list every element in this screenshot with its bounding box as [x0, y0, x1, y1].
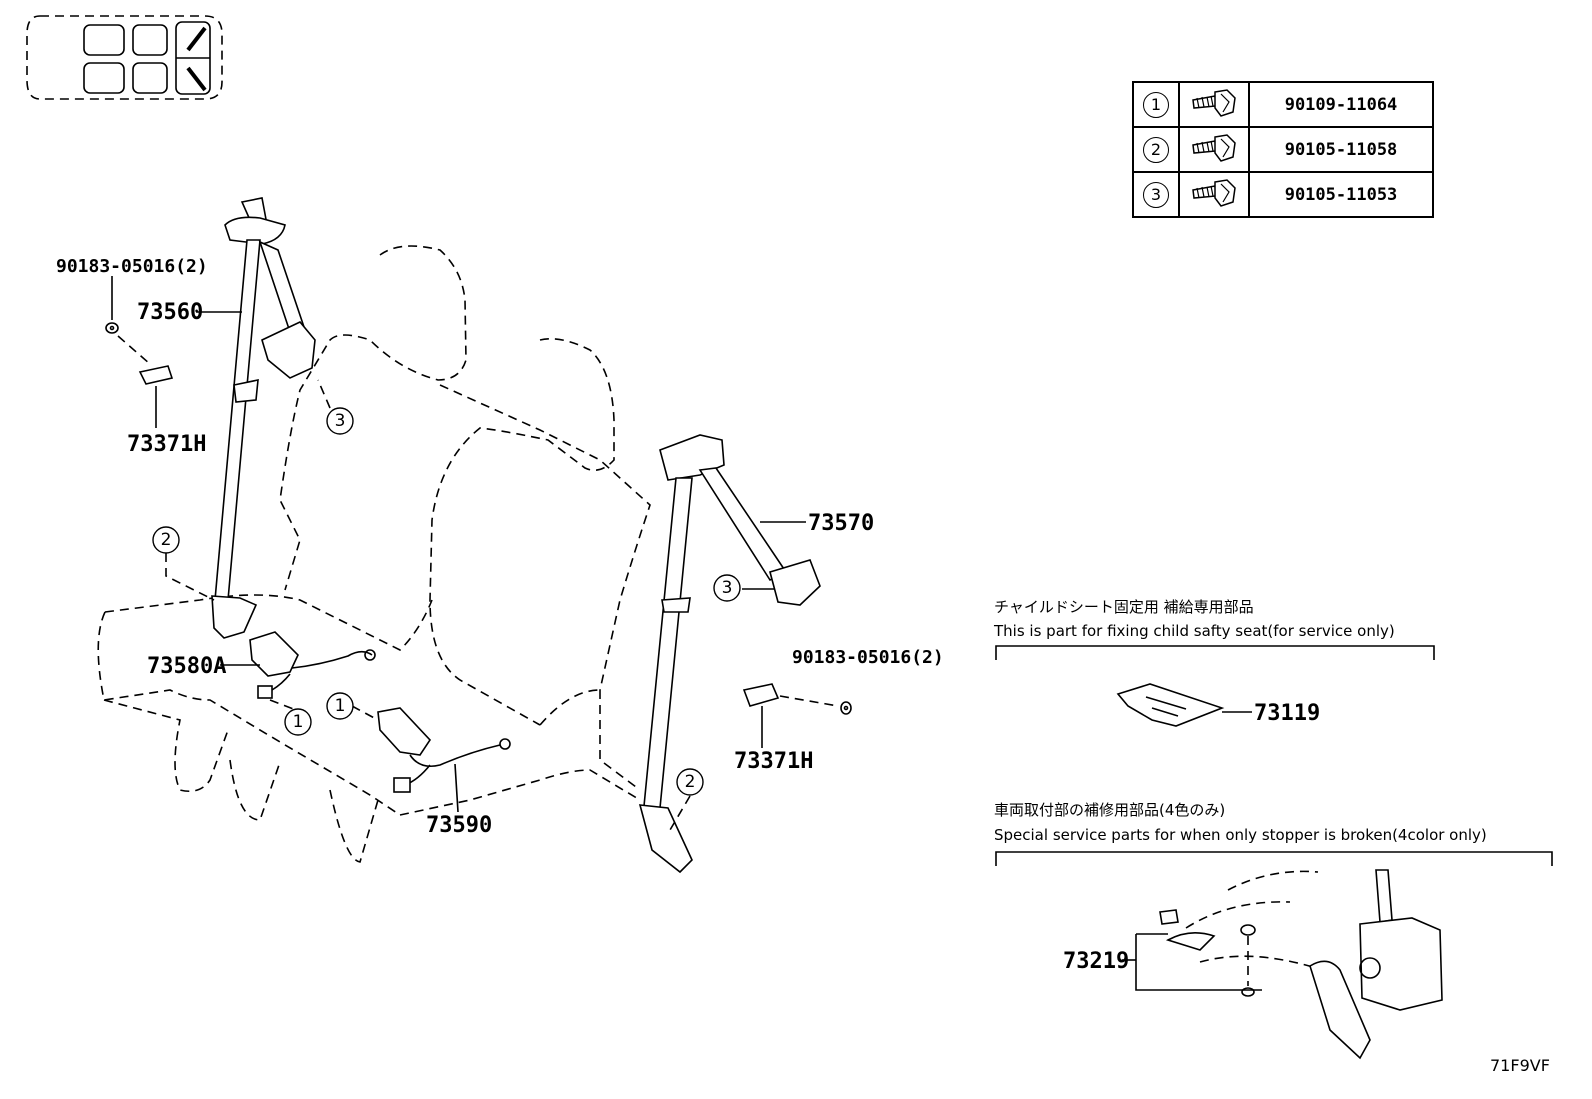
fastener-index-circle: 1	[1143, 91, 1169, 118]
note-child-seat-en: This is part for fixing child safty seat…	[993, 622, 1395, 640]
label-73560: 73560	[137, 300, 203, 325]
fastener-row: 3 90105-11053	[1132, 171, 1434, 218]
fastener-row: 1 90109-11064	[1132, 81, 1434, 128]
label-cover-right: 73371H	[734, 749, 813, 774]
fastener-row: 2 90105-11058	[1132, 126, 1434, 173]
seat-belt-73570	[638, 434, 821, 874]
callout-2-right: 2	[676, 768, 704, 796]
note-stopper-en: Special service parts for when only stop…	[994, 826, 1487, 844]
label-73580A: 73580A	[147, 654, 226, 679]
fastener-part-number: 90105-11053	[1248, 171, 1434, 218]
fastener-index: 1	[1132, 81, 1180, 128]
callout-1-left-b: 1	[326, 692, 354, 720]
fastener-index-circle: 2	[1143, 136, 1169, 163]
note-stopper-jp: 車両取付部の補修用部品(4色のみ)	[994, 801, 1225, 819]
bolt-icon	[1192, 88, 1236, 117]
seat-locator-icon	[26, 15, 223, 100]
seat-belt-73560	[211, 197, 316, 639]
svg-text:1: 1	[335, 696, 346, 716]
note-child-seat-jp: チャイルドシート固定用 補給専用部品	[994, 598, 1254, 616]
cover-right-icon	[742, 683, 780, 707]
label-cover-left: 73371H	[127, 432, 206, 457]
svg-text:3: 3	[335, 411, 346, 431]
label-73119: 73119	[1254, 701, 1320, 726]
fastener-part-number: 90109-11064	[1248, 81, 1434, 128]
child-seat-plate-icon	[1116, 683, 1225, 727]
illustration-reference-code: 71F9VF	[1490, 1056, 1550, 1075]
fastener-index-circle: 3	[1143, 181, 1169, 208]
fastener-index: 2	[1132, 126, 1180, 173]
washer-right-icon	[840, 701, 852, 715]
label-washer-right: 90183-05016(2)	[792, 647, 944, 668]
label-73219: 73219	[1063, 949, 1129, 974]
fastener-icon-cell	[1178, 126, 1250, 173]
svg-text:3: 3	[722, 578, 733, 598]
label-73590: 73590	[426, 813, 492, 838]
buckle-73590	[377, 707, 511, 793]
callout-3-right: 3	[713, 574, 741, 602]
fastener-table-body: 1 90109-11064 2 90105-11058 3 90105-11053	[1132, 81, 1434, 218]
label-73570: 73570	[808, 511, 874, 536]
fastener-icon-cell	[1178, 171, 1250, 218]
bolt-icon	[1192, 178, 1236, 207]
svg-text:2: 2	[161, 530, 172, 550]
svg-text:1: 1	[293, 712, 304, 732]
buckle-73580A	[249, 631, 376, 699]
callout-2-left: 2	[152, 526, 180, 554]
seat-outline	[97, 245, 651, 863]
callout-3-upper: 3	[326, 407, 354, 435]
bolt-icon	[1192, 133, 1236, 162]
stopper-detail-drawing	[1135, 869, 1443, 1060]
fastener-part-number: 90105-11058	[1248, 126, 1434, 173]
svg-text:2: 2	[685, 772, 696, 792]
cover-left-icon	[138, 365, 174, 385]
callout-1-left-a: 1	[284, 708, 312, 736]
washer-left-icon	[105, 322, 119, 334]
fastener-table: 1 90109-11064 2 90105-11058 3 90105-11053	[1132, 81, 1434, 218]
fastener-index: 3	[1132, 171, 1180, 218]
label-washer-left: 90183-05016(2)	[56, 256, 208, 277]
fastener-icon-cell	[1178, 81, 1250, 128]
